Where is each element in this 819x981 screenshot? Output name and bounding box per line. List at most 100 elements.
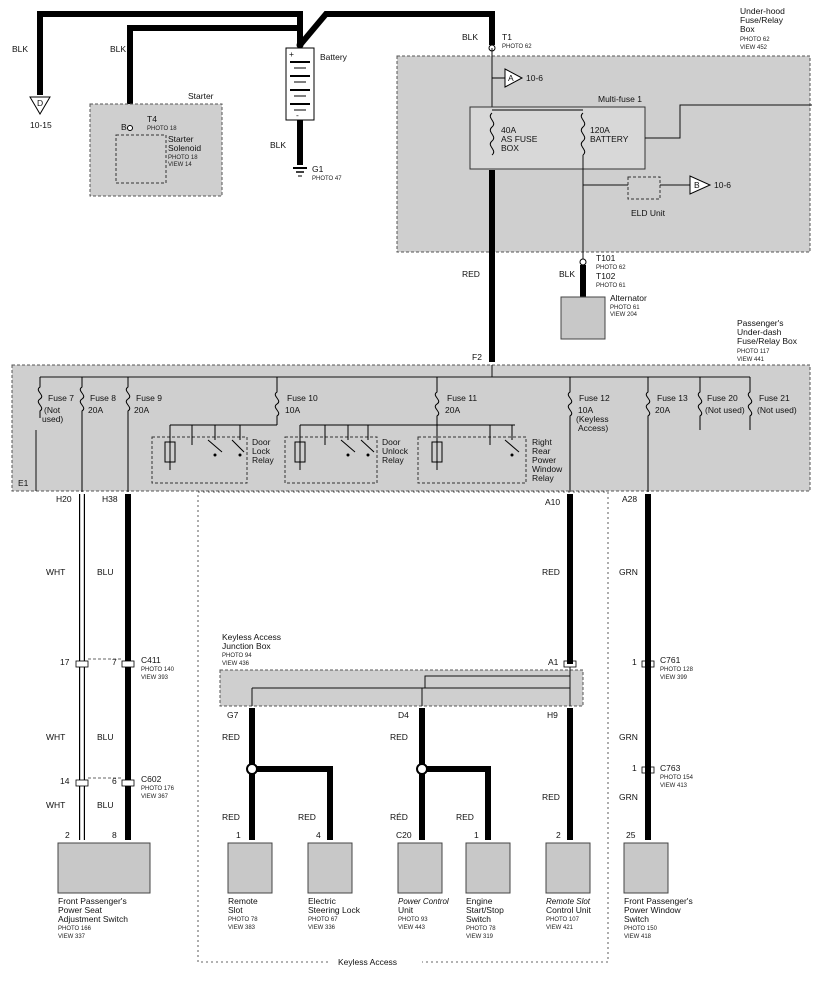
wire-blk-t1 bbox=[297, 11, 495, 47]
fpw-view: VIEW 418 bbox=[624, 934, 652, 940]
label-wht-1: WHT bbox=[46, 567, 65, 577]
c411-view: VIEW 393 bbox=[141, 675, 169, 681]
label-blk-1: BLK bbox=[12, 44, 28, 54]
fuse13-amp: 20A bbox=[655, 405, 670, 415]
ref-b-page: 10-6 bbox=[714, 180, 731, 190]
c602-pin-14: 14 bbox=[60, 776, 70, 786]
label-red-3: RED bbox=[222, 732, 240, 742]
label-blu-3: BLU bbox=[97, 800, 114, 810]
fuse-bus bbox=[40, 365, 750, 378]
c763-photo: PHOTO 154 bbox=[660, 775, 694, 781]
c763-view: VIEW 413 bbox=[660, 783, 688, 789]
label-blu-1: BLU bbox=[97, 567, 114, 577]
c763-label: C763 bbox=[660, 763, 681, 773]
multifuse-1 bbox=[469, 106, 646, 170]
eld-label: ELD Unit bbox=[631, 208, 666, 218]
underhood-label-1: Under-hood bbox=[740, 6, 785, 16]
kaj-bus-stub bbox=[424, 675, 570, 688]
label-red-6: RED bbox=[222, 812, 240, 822]
fuse-120a-symbol bbox=[580, 112, 586, 156]
rr-relay-1: Right bbox=[532, 437, 552, 447]
fuse21-b: (Not used) bbox=[757, 405, 797, 415]
wire-blk-starter bbox=[127, 25, 300, 125]
ess-label-1: Engine bbox=[466, 896, 493, 906]
door-unlock-relay-2: Unlock bbox=[382, 446, 409, 456]
fuse7-c: used) bbox=[42, 414, 63, 424]
fuse10-amp: 10A bbox=[285, 405, 300, 415]
keyless-access-label-bg bbox=[330, 956, 422, 968]
fuse11-label: Fuse 11 bbox=[447, 393, 477, 403]
wire-red-d4 bbox=[419, 708, 491, 840]
fuse12-amp: 10A bbox=[578, 405, 593, 415]
remote-slot bbox=[227, 842, 273, 894]
starter-view: VIEW 14 bbox=[168, 162, 192, 168]
h38-label: H38 bbox=[102, 494, 118, 504]
fpw-photo: PHOTO 150 bbox=[624, 926, 658, 932]
c411-pin-7: 7 bbox=[112, 657, 117, 667]
relay-door-lock bbox=[151, 424, 277, 484]
power-control-unit bbox=[397, 842, 443, 894]
c602-photo: PHOTO 176 bbox=[141, 786, 175, 792]
fuse7-b: (Not bbox=[44, 405, 61, 415]
rscu-label-2: Control Unit bbox=[546, 905, 592, 915]
ess-photo: PHOTO 78 bbox=[466, 926, 496, 932]
pin-8-fps: 8 bbox=[112, 830, 117, 840]
underdash-label-3: Fuse/Relay Box bbox=[737, 336, 798, 346]
kaj-bus bbox=[251, 667, 571, 706]
label-blk-3: BLK bbox=[462, 32, 478, 42]
fps-photo: PHOTO 166 bbox=[58, 926, 92, 932]
keyless-access-label: Keyless Access bbox=[338, 957, 397, 967]
t4-label: T4 bbox=[147, 114, 157, 124]
label-grn-2: GRN bbox=[619, 732, 638, 742]
fuse9-amp: 20A bbox=[134, 405, 149, 415]
pcu-label-1: Power Control bbox=[398, 897, 449, 906]
g1-photo: PHOTO 47 bbox=[312, 176, 342, 182]
rr-relay-2: Rear bbox=[532, 446, 551, 456]
underdash-photo: PHOTO 117 bbox=[737, 349, 770, 355]
fuse13-label: Fuse 13 bbox=[657, 393, 688, 403]
label-red-5: RED bbox=[542, 792, 560, 802]
label-wht-3: WHT bbox=[46, 800, 65, 810]
ess-view: VIEW 319 bbox=[466, 934, 494, 940]
pin-1-rs: 1 bbox=[236, 830, 241, 840]
pin-1-ess: 1 bbox=[474, 830, 479, 840]
front-passenger-power-window-switch bbox=[623, 842, 669, 894]
underdash-fuse-relay-box bbox=[11, 364, 811, 492]
underhood-view: VIEW 452 bbox=[740, 45, 768, 51]
g1-label: G1 bbox=[312, 164, 324, 174]
c411-photo: PHOTO 140 bbox=[141, 667, 175, 673]
kaj-photo: PHOTO 94 bbox=[222, 653, 252, 659]
c761-label: C761 bbox=[660, 655, 681, 665]
ref-a-label: A bbox=[508, 73, 514, 83]
front-passenger-power-seat-switch bbox=[57, 842, 151, 894]
t101-label: T101 bbox=[596, 253, 616, 263]
pin-2-fps: 2 bbox=[65, 830, 70, 840]
rr-relay-5: Relay bbox=[532, 473, 554, 483]
remote-slot-control-unit bbox=[545, 842, 591, 894]
kaj-label-1: Keyless Access bbox=[222, 632, 281, 642]
t1-label: T1 bbox=[502, 32, 512, 42]
fuse9-label: Fuse 9 bbox=[136, 393, 162, 403]
t102-photo: PHOTO 61 bbox=[596, 283, 626, 289]
fuse10-label: Fuse 10 bbox=[287, 393, 318, 403]
rr-relay-3: Power bbox=[532, 455, 556, 465]
fuse-40a-desc-2: BOX bbox=[501, 143, 519, 153]
c761-pin: 1 bbox=[632, 657, 637, 667]
esl-label-1: Electric bbox=[308, 896, 337, 906]
ess-label-3: Switch bbox=[466, 914, 491, 924]
g7-label: G7 bbox=[227, 710, 239, 720]
c602-view: VIEW 367 bbox=[141, 794, 169, 800]
rscu-photo: PHOTO 107 bbox=[546, 917, 580, 923]
battery-cells bbox=[290, 61, 310, 111]
fuse7-label: Fuse 7 bbox=[48, 393, 74, 403]
fpw-label-1: Front Passenger's bbox=[624, 896, 693, 906]
rs-view: VIEW 383 bbox=[228, 925, 256, 931]
pin-25-fpw: 25 bbox=[626, 830, 636, 840]
label-red-8: RÉD bbox=[390, 812, 408, 822]
underdash-view: VIEW 441 bbox=[737, 357, 765, 363]
label-blk-4: BLK bbox=[270, 140, 286, 150]
pin-c20-pcu: C20 bbox=[396, 830, 412, 840]
c602-label: C602 bbox=[141, 774, 162, 784]
rs-label-2: Slot bbox=[228, 905, 243, 915]
ref-b-triangle bbox=[689, 175, 712, 195]
